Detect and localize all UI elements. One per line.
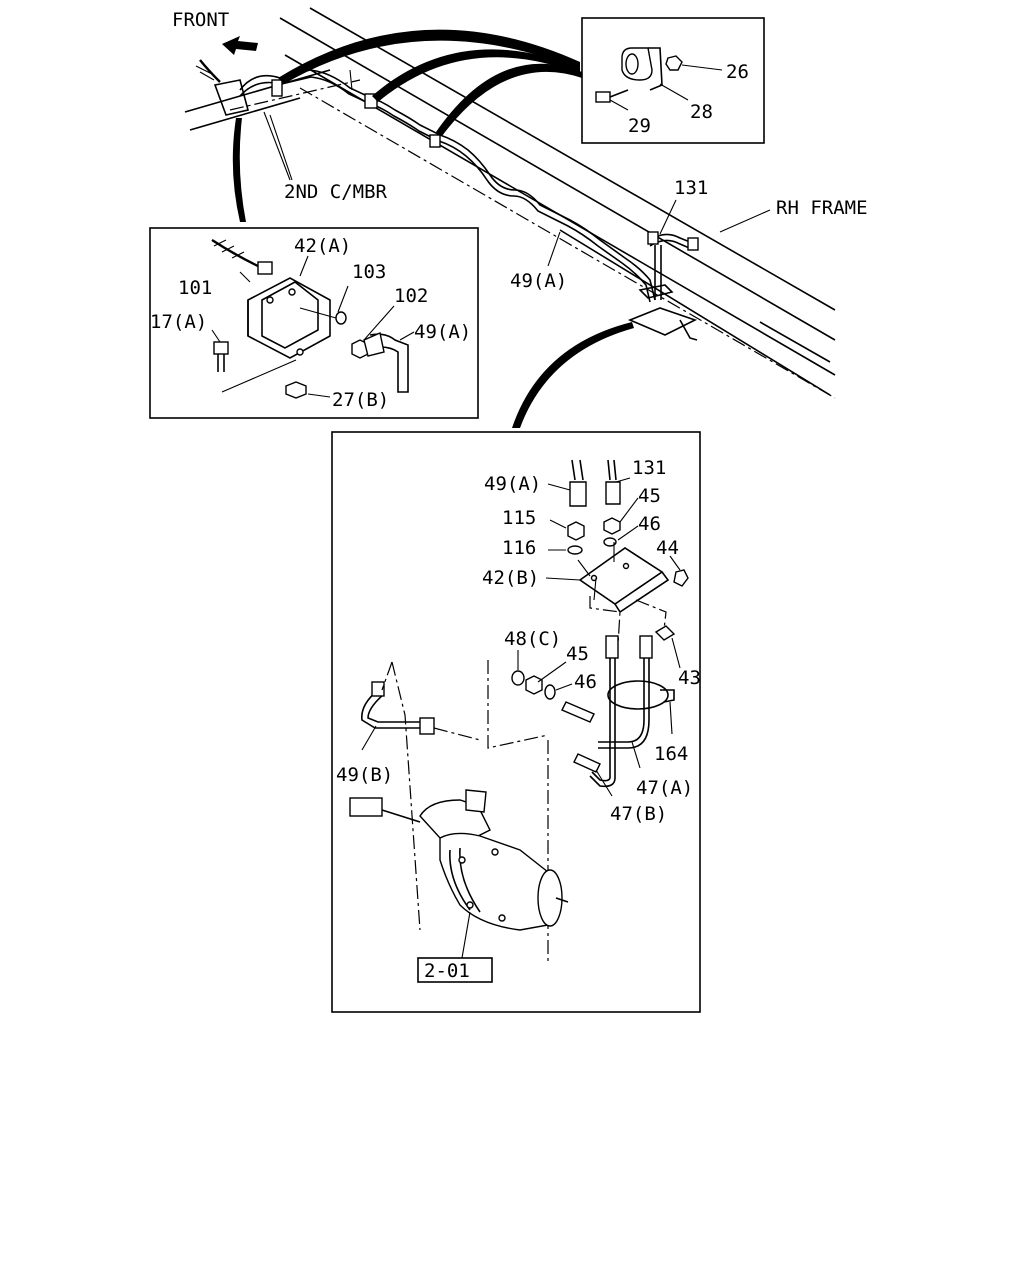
label-45-upper: 45 — [638, 485, 661, 507]
label-116: 116 — [502, 537, 536, 559]
label-48c: 48(C) — [504, 628, 561, 650]
label-49a-lower: 49(A) — [484, 473, 541, 495]
pipe-clips — [271, 69, 441, 148]
brake-booster — [349, 789, 569, 959]
label-131-top: 131 — [674, 177, 708, 199]
label-rh-frame: RH FRAME — [776, 197, 868, 219]
inset-clip-detail — [581, 17, 765, 144]
label-47a: 47(A) — [636, 777, 693, 799]
hose-top — [195, 59, 221, 83]
label-164: 164 — [654, 743, 688, 765]
inset-bracket-42a-detail — [149, 227, 479, 419]
label-27b: 27(B) — [332, 389, 389, 411]
label-front: FRONT — [172, 9, 229, 31]
second-crossmember — [184, 69, 361, 181]
label-49a-top: 49(A) — [510, 270, 567, 292]
label-46-lower: 46 — [574, 671, 597, 693]
label-42b: 42(B) — [482, 567, 539, 589]
label-47b: 47(B) — [610, 803, 667, 825]
label-26: 26 — [726, 61, 749, 83]
label-29: 29 — [628, 115, 651, 137]
callout-curves — [232, 29, 634, 428]
label-103: 103 — [352, 261, 386, 283]
label-49b: 49(B) — [336, 764, 393, 786]
label-102: 102 — [394, 285, 428, 307]
label-2nd-crossmember: 2ND C/MBR — [284, 181, 388, 203]
inset-booster-detail — [331, 431, 701, 1013]
label-45-lower: 45 — [566, 643, 589, 665]
brake-pipe-49a — [239, 69, 699, 303]
label-28: 28 — [690, 101, 713, 123]
label-42a: 42(A) — [294, 235, 351, 257]
label-ref-2-01: 2-01 — [424, 960, 470, 982]
label-17a: 17(A) — [150, 311, 207, 333]
label-115: 115 — [502, 507, 536, 529]
label-49a-inset: 49(A) — [414, 321, 471, 343]
frame-bracket-42b — [627, 307, 698, 341]
label-101: 101 — [178, 277, 212, 299]
label-46-upper: 46 — [638, 513, 661, 535]
label-131-lower: 131 — [632, 457, 666, 479]
front-arrow-icon — [222, 36, 258, 55]
label-43: 43 — [678, 667, 701, 689]
label-44: 44 — [656, 537, 679, 559]
